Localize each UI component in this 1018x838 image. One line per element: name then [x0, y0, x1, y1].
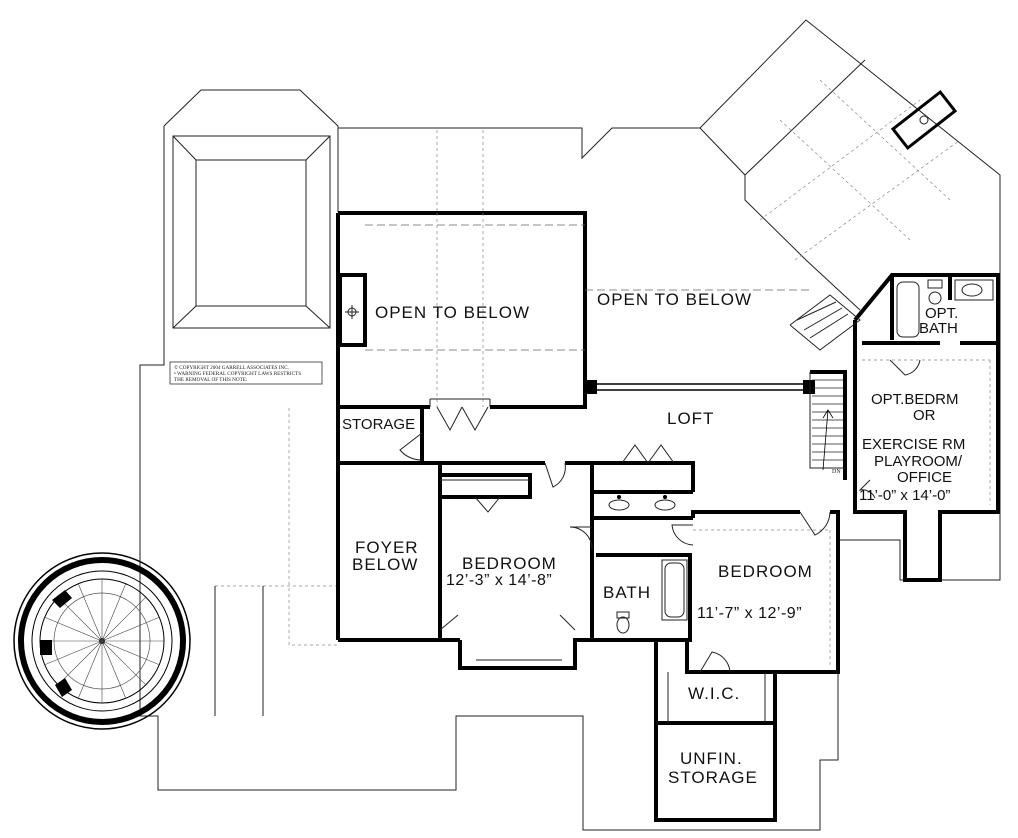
stair-spoke: [101, 616, 160, 642]
label-bedroom-2-name: BEDROOM: [718, 562, 813, 581]
label-opt-bedroom-line4: PLAYROOM/: [874, 453, 963, 470]
label-foyer-line2: BELOW: [352, 555, 418, 574]
label-storage: STORAGE: [342, 416, 415, 433]
label-bath: BATH: [603, 583, 651, 602]
label-loft: LOFT: [667, 409, 714, 428]
doors: [399, 359, 921, 673]
copyright-note: © COPYRIGHT 2004 GARRELL ASSOCIATES INC.…: [169, 361, 323, 385]
label-stair-dn: DN: [832, 469, 841, 475]
room-labels: OPEN TO BELOW OPEN TO BELOW STORAGE LOFT…: [342, 290, 965, 787]
label-bedroom-2-dim: 11’-7” x 12’-9”: [697, 605, 802, 622]
label-opt-bedroom-line2: OR: [913, 407, 936, 424]
stair-spoke: [44, 640, 103, 666]
stair-spoke: [101, 583, 127, 642]
label-unfin-line2: STORAGE: [668, 768, 758, 787]
label-opt-bedroom-line1: OPT.BEDRM: [871, 391, 959, 408]
stair-arrow: [822, 409, 834, 471]
label-opt-bedroom-line5: OFFICE: [897, 469, 952, 486]
label-foyer-line1: FOYER: [355, 538, 419, 557]
label-bedroom-1-dim: 12’-3” x 14’-8”: [446, 572, 552, 589]
stair-spoke: [101, 640, 160, 666]
stair-spoke: [101, 640, 127, 699]
walls: [336, 211, 1000, 822]
label-open-to-below-left: OPEN TO BELOW: [375, 303, 530, 322]
label-opt-bath-line2: BATH: [919, 320, 958, 337]
label-open-to-below-right: OPEN TO BELOW: [597, 290, 752, 309]
label-opt-bedroom-line3: EXERCISE RM: [862, 436, 965, 453]
label-wic: W.I.C.: [688, 684, 740, 703]
stair-spoke: [77, 640, 103, 699]
label-unfin-line1: UNFIN.: [680, 749, 743, 768]
round-tower: [13, 552, 191, 730]
stair-spoke: [57, 596, 103, 642]
label-opt-bath-line1: OPT.: [925, 305, 958, 322]
stair-spoke: [101, 640, 147, 686]
stair-spoke: [57, 640, 103, 686]
stair-spoke: [77, 583, 103, 642]
copyright-line-3: THE REMOVAL OF THIS NOTE:: [174, 377, 248, 383]
roof-outline: [139, 19, 1001, 831]
stair-spoke: [44, 616, 103, 642]
stair-spoke: [101, 596, 147, 642]
label-opt-bedroom-dim: 11’-0” x 14’-0”: [859, 487, 950, 504]
copyright-line-1: © COPYRIGHT 2004 GARRELL ASSOCIATES INC.: [174, 364, 289, 371]
label-bedroom-1-name: BEDROOM: [462, 554, 557, 573]
copyright-line-2: • WARNING FEDERAL COPYRIGHT LAWS RESTRIC…: [174, 371, 301, 377]
